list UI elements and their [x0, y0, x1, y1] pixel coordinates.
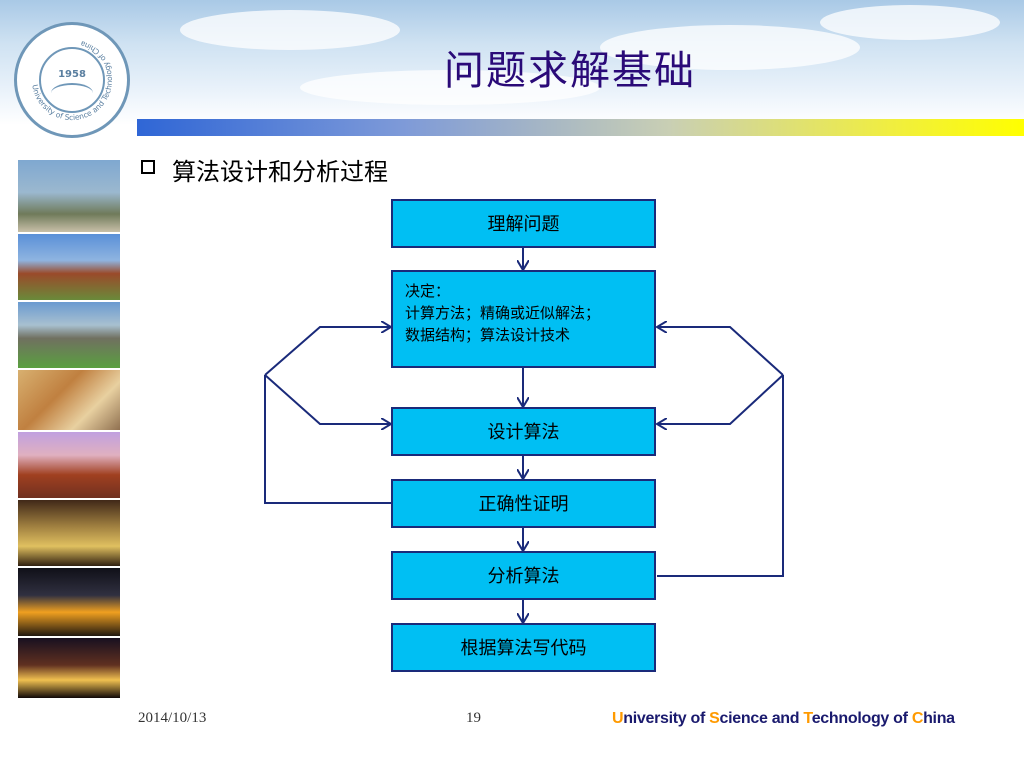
node-write-code: 根据算法写代码	[391, 623, 656, 672]
campus-photo	[18, 500, 120, 568]
header-gradient-bar	[137, 119, 1024, 136]
node-label: 设计算法	[487, 422, 560, 443]
node-design-algorithm: 设计算法	[391, 407, 656, 456]
feedback-arrow-to-decide-right	[657, 327, 784, 376]
footer-university-brand: University of Science and Technology of …	[612, 710, 955, 728]
node-label: 正确性证明	[478, 494, 569, 515]
node-label: 理解问题	[487, 214, 560, 235]
feedback-arrow-to-design-right	[657, 374, 784, 424]
footer-date: 2014/10/13	[138, 710, 207, 726]
node-line: 决定：	[405, 282, 451, 300]
brand-part: cience and	[719, 710, 804, 727]
brand-part: hina	[923, 710, 955, 727]
feedback-arrow-to-decide-left	[264, 327, 391, 376]
university-seal-logo: University of Science and Technology of …	[14, 22, 130, 138]
cloud-decoration	[820, 5, 1000, 40]
node-line: 数据结构；算法设计技术	[405, 326, 571, 344]
node-line: 计算方法；精确或近似解法；	[405, 304, 601, 322]
brand-part: T	[803, 710, 812, 727]
seal-bridge-arc	[51, 83, 93, 103]
brand-part: niversity of	[623, 710, 710, 727]
cloud-decoration	[600, 25, 860, 70]
brand-part: S	[709, 710, 720, 727]
cloud-decoration	[300, 70, 600, 105]
seal-inner-circle: 1958	[39, 47, 105, 113]
header-sky-background	[0, 0, 1024, 125]
slide-title: 问题求解基础	[444, 48, 696, 94]
campus-photo-strip	[18, 160, 120, 700]
feedback-line-analyze	[657, 375, 784, 577]
node-label: 根据算法写代码	[460, 638, 587, 659]
cloud-decoration	[180, 10, 400, 50]
brand-part: U	[612, 710, 624, 727]
bullet-text: 算法设计和分析过程	[172, 158, 388, 186]
campus-photo	[18, 302, 120, 370]
node-label: 分析算法	[487, 566, 560, 587]
campus-photo	[18, 160, 120, 234]
node-decide: 决定： 计算方法；精确或近似解法； 数据结构；算法设计技术	[391, 270, 656, 368]
feedback-line-prove	[264, 375, 391, 504]
campus-photo	[18, 432, 120, 500]
node-understand-problem: 理解问题	[391, 199, 656, 248]
feedback-arrow-to-design-left	[264, 374, 391, 424]
seal-year: 1958	[58, 69, 86, 80]
node-analyze-algorithm: 分析算法	[391, 551, 656, 600]
footer-page-number: 19	[466, 710, 481, 726]
brand-part: C	[911, 710, 924, 727]
campus-photo	[18, 568, 120, 638]
brand-part: echnology of	[811, 710, 912, 727]
campus-photo	[18, 370, 120, 432]
node-prove-correctness: 正确性证明	[391, 479, 656, 528]
campus-photo	[18, 234, 120, 302]
bullet-square-icon	[141, 160, 155, 174]
campus-photo	[18, 638, 120, 700]
